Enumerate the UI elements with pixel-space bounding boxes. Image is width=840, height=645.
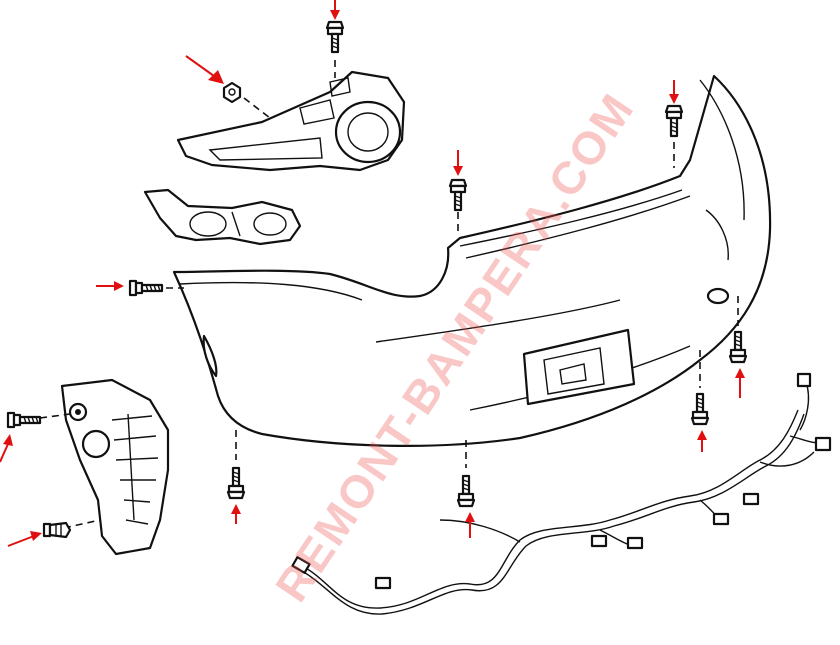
arrow-clip-side-bracket [7,531,42,547]
wiring-harness [291,372,832,615]
side-bracket [60,378,170,556]
arrow-right-side [735,368,745,398]
arrow-nut-fog-lamp [185,55,224,84]
bolt-bottom-right [690,392,710,426]
fog-lamp-assembly [176,70,406,172]
arrow-left-side [96,281,124,291]
arrow-side-bracket [0,434,13,463]
arrow-top-fog-lamp [330,0,340,20]
leader-lines [39,60,739,529]
fasteners [6,20,748,539]
bolt-top-fog-lamp [325,20,345,54]
bolt-side-bracket [6,411,42,429]
bolt-bottom-center [456,474,476,508]
arrow-bottom-right [697,430,707,452]
arrow-bottom-left [231,504,241,524]
bolt-left-side [128,279,164,297]
bolt-bottom-left [226,466,246,500]
lamp-bracket [143,188,302,246]
red-arrows [0,0,745,547]
rear-bumper-cover [172,74,772,447]
arrow-top-right [669,80,679,104]
clip-side-bracket [42,521,72,539]
bolt-right-side [728,330,748,364]
bolt-top-center [448,178,468,212]
nut-fog-lamp [222,81,242,104]
bolt-top-right [664,104,684,138]
arrow-bottom-center [465,512,475,538]
arrow-top-center [453,150,463,176]
